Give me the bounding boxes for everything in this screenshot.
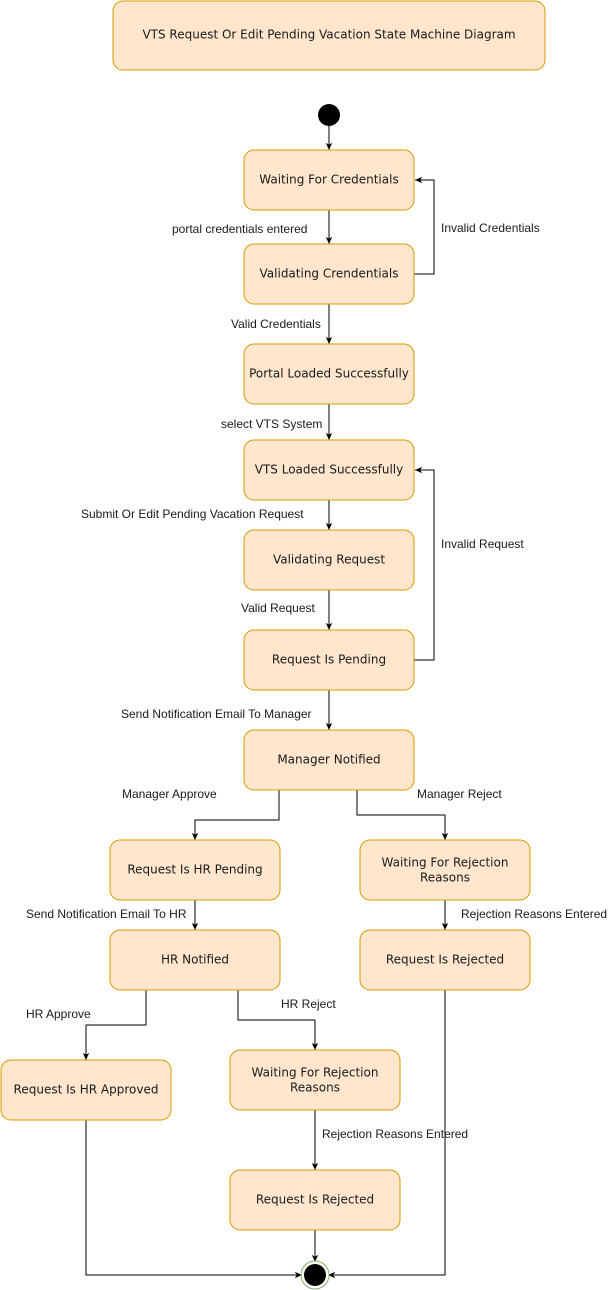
transitions [82,126,449,1279]
state-label: Request Is Rejected [386,953,504,967]
state-hr-pending: Request Is HR Pending [109,839,281,901]
state-label-line-1: Waiting For Rejection [382,856,509,870]
label-send-email-hr: Send Notification Email To HR [26,907,187,921]
edge-mgr-rejected-to-final [328,990,446,1279]
label-invalid-request: Invalid Request [441,537,524,551]
state-label-line-2: Reasons [290,1081,340,1095]
diagram-title: VTS Request Or Edit Pending Vacation Sta… [112,0,546,71]
label-manager-approve: Manager Approve [122,787,217,801]
label-invalid-credentials: Invalid Credentials [441,221,540,235]
edge-manager-reject [356,790,449,840]
label-hr-rejection-reasons-entered: Rejection Reasons Entered [322,1127,468,1141]
edge-invalid-credentials-loop [414,176,435,275]
label-hr-approve: HR Approve [26,1007,91,1021]
state-label: VTS Loaded Successfully [255,463,403,477]
state-label: Validating Crendentials [260,267,399,281]
state-label-line-1: Waiting For Rejection [252,1066,379,1080]
state-label: HR Notified [161,953,229,967]
label-valid-credentials: Valid Credentials [231,317,321,331]
state-waiting-for-credentials: Waiting For Credentials [243,149,415,211]
state-hr-notified: HR Notified [109,929,281,991]
diagram-title-text: VTS Request Or Edit Pending Vacation Sta… [142,28,515,42]
state-manager-notified: Manager Notified [243,729,415,791]
state-request-pending: Request Is Pending [243,629,415,691]
initial-state [318,104,340,126]
state-label: Request Is Rejected [256,1193,374,1207]
label-manager-reject: Manager Reject [417,787,502,801]
state-label: Request Is HR Approved [14,1083,159,1097]
state-label: Portal Loaded Successfully [249,367,409,381]
label-select-vts: select VTS System [221,417,322,431]
label-submit-or-edit: Submit Or Edit Pending Vacation Request [81,507,304,521]
state-manager-waiting-rejection-reasons: Waiting For Rejection Reasons [359,839,531,901]
state-portal-loaded: Portal Loaded Successfully [243,343,415,405]
state-hr-rejected: Request Is Rejected [229,1169,401,1231]
label-hr-reject: HR Reject [281,997,336,1011]
label-portal-credentials-entered: portal credentials entered [172,222,307,236]
state-hr-approved: Request Is HR Approved [0,1059,172,1121]
edge-hr-approve [82,990,147,1060]
label-valid-request: Valid Request [241,601,315,615]
state-label: Request Is Pending [272,653,386,667]
final-state [300,1260,330,1290]
state-validating-request: Validating Request [243,529,415,591]
state-label: Manager Notified [277,753,380,767]
state-hr-waiting-rejection-reasons: Waiting For Rejection Reasons [229,1049,401,1111]
state-label-line-2: Reasons [420,871,470,885]
edge-hr-reject [237,990,319,1050]
label-mgr-rejection-reasons-entered: Rejection Reasons Entered [461,907,607,921]
state-validating-credentials: Validating Crendentials [243,243,415,305]
state-label: Validating Request [273,553,385,567]
edge-manager-approve [191,790,280,840]
label-send-email-manager: Send Notification Email To Manager [121,707,312,721]
state-vts-loaded: VTS Loaded Successfully [243,439,415,501]
state-manager-rejected: Request Is Rejected [359,929,531,991]
edge-invalid-request-loop [414,466,435,661]
state-label: Request Is HR Pending [127,863,262,877]
state-label: Waiting For Credentials [259,173,398,187]
edge-hr-approved-to-final [85,1120,302,1279]
